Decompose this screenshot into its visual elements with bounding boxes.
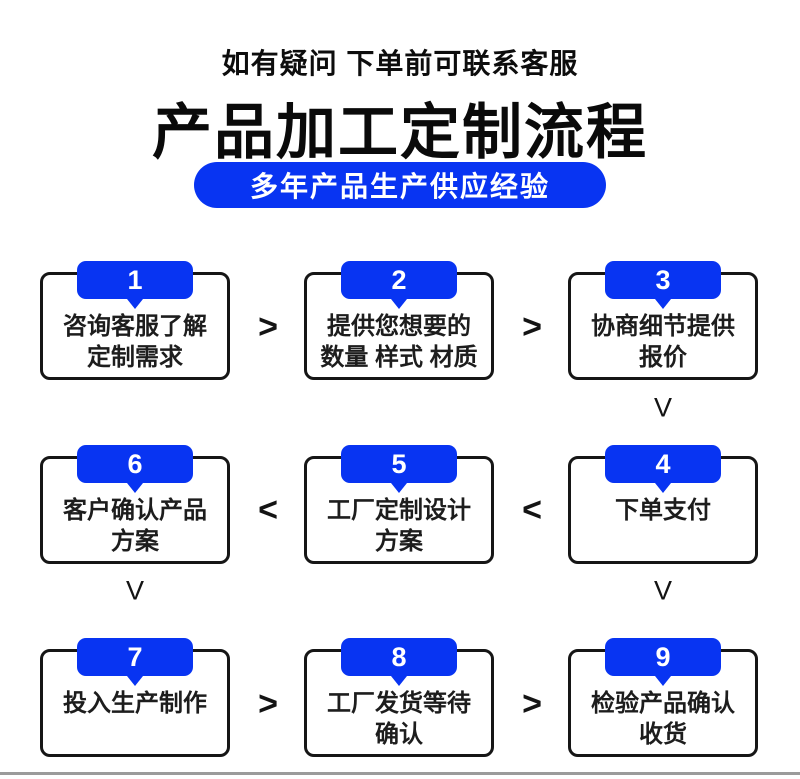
step-number-badge: 8	[341, 638, 457, 676]
step-number-badge: 5	[341, 445, 457, 483]
step-text: 工厂定制设计 方案	[307, 490, 491, 561]
arrow-right-icon: >	[258, 685, 278, 723]
step-text: 客户确认产品 方案	[43, 490, 227, 561]
step-text: 咨询客服了解 定制需求	[43, 306, 227, 377]
step-text: 协商细节提供 报价	[571, 306, 755, 377]
arrow-right-icon: >	[522, 308, 542, 346]
arrow-down-icon: V	[653, 392, 673, 423]
step-number-badge: 1	[77, 261, 193, 299]
step-card-6: 6 客户确认产品 方案	[40, 445, 230, 564]
step-card-8: 8 工厂发货等待 确认	[304, 638, 494, 757]
step-text: 投入生产制作	[43, 683, 227, 754]
experience-banner: 多年产品生产供应经验	[193, 162, 607, 208]
step-card-3: 3 协商细节提供 报价	[568, 261, 758, 380]
arrow-left-icon: <	[258, 491, 278, 529]
step-card-1: 1 咨询客服了解 定制需求	[40, 261, 230, 380]
arrow-down-icon: V	[125, 575, 145, 606]
step-text-line: 检验产品确认	[591, 689, 735, 717]
step-text-line: 客户确认产品	[63, 496, 207, 524]
step-text-line: 收货	[639, 720, 687, 748]
step-text-line: 方案	[375, 527, 423, 555]
step-number-badge: 7	[77, 638, 193, 676]
page-title: 产品加工定制流程	[152, 99, 648, 166]
step-number-badge: 9	[605, 638, 721, 676]
step-text-line: 数量 样式 材质	[320, 343, 478, 371]
step-number-badge: 4	[605, 445, 721, 483]
step-text-line: 咨询客服了解	[63, 312, 207, 340]
step-card-9: 9 检验产品确认 收货	[568, 638, 758, 757]
step-text-line: 确认	[375, 720, 423, 748]
arrow-left-icon: <	[522, 491, 542, 529]
step-number-badge: 2	[341, 261, 457, 299]
step-text: 工厂发货等待 确认	[307, 683, 491, 754]
step-card-7: 7 投入生产制作	[40, 638, 230, 757]
bottom-divider	[0, 772, 800, 775]
step-text-line: 工厂定制设计	[327, 496, 471, 524]
arrow-right-icon: >	[258, 308, 278, 346]
step-text-line: 投入生产制作	[63, 689, 207, 717]
step-card-2: 2 提供您想要的 数量 样式 材质	[304, 261, 494, 380]
step-text-line: 定制需求	[87, 343, 183, 371]
arrow-right-icon: >	[522, 685, 542, 723]
step-number-badge: 3	[605, 261, 721, 299]
step-text-line: 报价	[639, 343, 687, 371]
step-text-line: 下单支付	[615, 496, 711, 524]
step-text: 检验产品确认 收货	[571, 683, 755, 754]
step-text-line: 方案	[111, 527, 159, 555]
step-text: 下单支付	[571, 490, 755, 561]
top-note: 如有疑问 下单前可联系客服	[221, 48, 579, 79]
arrow-down-icon: V	[653, 575, 673, 606]
step-number-badge: 6	[77, 445, 193, 483]
step-text-line: 协商细节提供	[591, 312, 735, 340]
step-text-line: 提供您想要的	[327, 312, 471, 340]
step-card-4: 4 下单支付	[568, 445, 758, 564]
step-text: 提供您想要的 数量 样式 材质	[307, 306, 491, 377]
step-text-line: 工厂发货等待	[327, 689, 471, 717]
step-card-5: 5 工厂定制设计 方案	[304, 445, 494, 564]
